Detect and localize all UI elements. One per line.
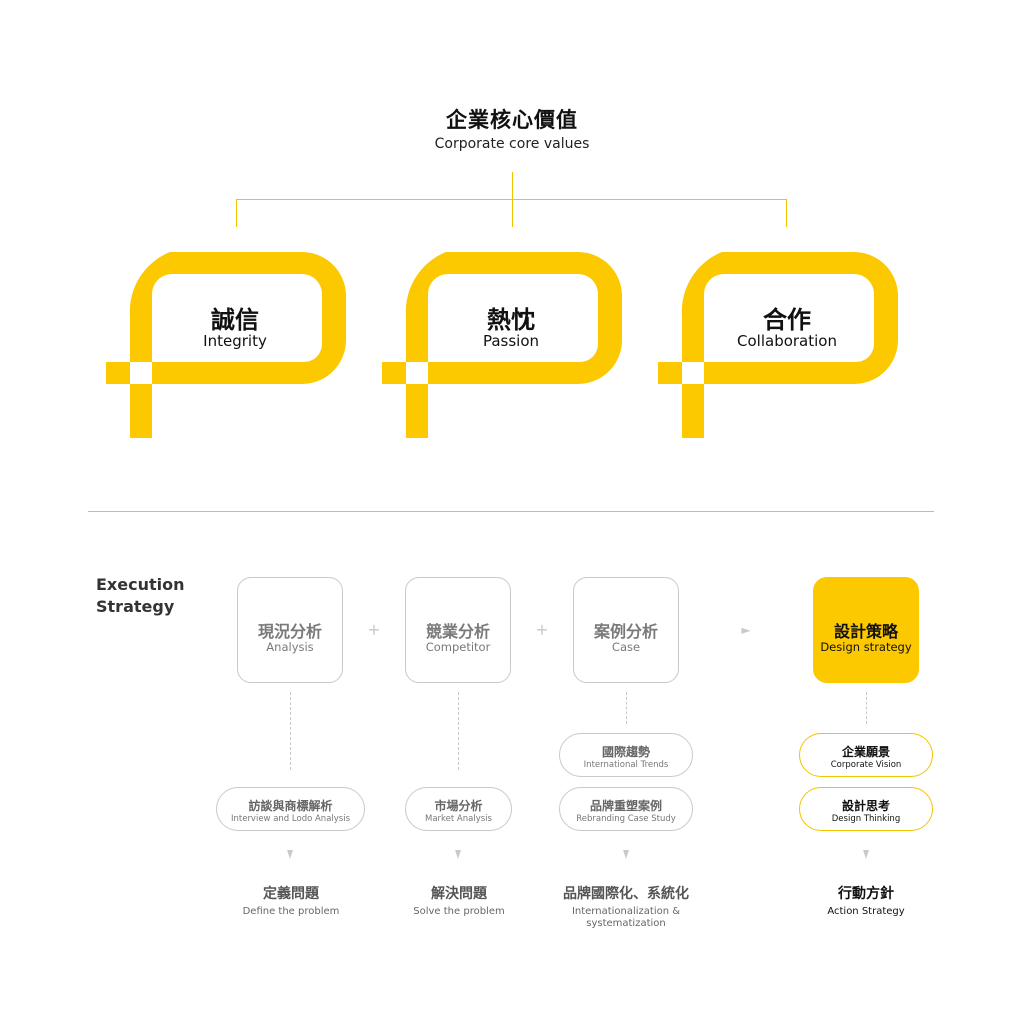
pill-interview-logo-analysis: 訪談與商標解析 Interview and Lodo Analysis	[216, 787, 365, 831]
step-title: 現況分析	[257, 622, 322, 641]
arrow-down-icon	[287, 850, 293, 859]
p-shape-icon	[382, 252, 622, 438]
outcome-internationalization: 品牌國際化、系統化	[563, 886, 689, 902]
value-title: 誠信	[211, 306, 259, 334]
pill-title: 訪談與商標解析	[248, 799, 333, 813]
value-subtitle: Integrity	[203, 332, 267, 350]
pill-subtitle: Corporate Vision	[830, 760, 902, 770]
connector-right	[786, 199, 787, 227]
outcome-solve-problem-en: Solve the problem	[413, 906, 505, 917]
step-competitor: 競業分析 Competitor	[405, 577, 511, 683]
value-card-collaboration: 合作 Collaboration	[658, 252, 898, 442]
arrow-right-icon: ►	[741, 623, 751, 637]
plus-icon: +	[367, 620, 381, 639]
outcome-en-line1: Internationalization &	[571, 906, 681, 917]
value-title: 合作	[763, 306, 811, 334]
outcome-define-problem: 定義問題	[263, 886, 319, 902]
step-subtitle: Case	[611, 640, 641, 654]
step-title: 競業分析	[425, 622, 490, 641]
dashed-connector	[458, 692, 459, 770]
execution-title-line1: Execution	[96, 575, 185, 594]
value-card-passion: 熱忱 Passion	[382, 252, 622, 442]
step-subtitle: Design strategy	[820, 640, 912, 654]
pill-title: 設計思考	[841, 799, 890, 813]
arrow-down-icon	[863, 850, 869, 859]
connector-left	[236, 199, 237, 227]
dashed-connector	[290, 692, 291, 770]
outcome-internationalization-en: Internationalization & systematization	[541, 906, 711, 930]
step-analysis: 現況分析 Analysis	[237, 577, 343, 683]
outcome-action-strategy-en: Action Strategy	[827, 906, 905, 917]
step-design-strategy: 設計策略 Design strategy	[813, 577, 919, 683]
step-subtitle: Analysis	[266, 640, 314, 654]
outcome-solve-problem: 解決問題	[431, 886, 487, 902]
pill-subtitle: Design Thinking	[831, 814, 901, 824]
connector-bar	[236, 199, 787, 200]
pill-title: 企業願景	[841, 745, 890, 759]
p-shape-icon	[658, 252, 898, 438]
execution-title-line2: Strategy	[96, 597, 175, 616]
pill-title: 市場分析	[434, 799, 483, 813]
step-case: 案例分析 Case	[573, 577, 679, 683]
pill-subtitle: International Trends	[583, 760, 669, 770]
value-card-integrity: 誠信 Integrity	[106, 252, 346, 442]
value-title: 熱忱	[487, 306, 535, 334]
pill-title: 國際趨勢	[601, 745, 650, 759]
pill-design-thinking: 設計思考 Design Thinking	[799, 787, 933, 831]
outcome-define-problem-en: Define the problem	[242, 906, 340, 917]
step-title: 設計策略	[833, 622, 898, 641]
plus-icon: +	[535, 620, 549, 639]
execution-strategy-title: Execution Strategy	[96, 574, 185, 618]
outcome-en-line2: systematization	[586, 918, 666, 929]
pill-subtitle: Rebranding Case Study	[576, 814, 676, 824]
value-subtitle: Passion	[482, 332, 540, 350]
step-subtitle: Competitor	[425, 640, 491, 654]
pill-corporate-vision: 企業願景 Corporate Vision	[799, 733, 933, 777]
value-subtitle: Collaboration	[737, 332, 837, 350]
pill-subtitle: Market Analysis	[425, 814, 492, 824]
dashed-connector	[866, 692, 867, 724]
arrow-down-icon	[455, 850, 461, 859]
pill-international-trends: 國際趨勢 International Trends	[559, 733, 693, 777]
outcome-action-strategy: 行動方針	[838, 886, 894, 902]
pill-title: 品牌重塑案例	[589, 799, 662, 813]
p-shape-icon	[106, 252, 346, 438]
page-title: 企業核心價值	[446, 108, 578, 132]
pill-rebranding-case-study: 品牌重塑案例 Rebranding Case Study	[559, 787, 693, 831]
step-title: 案例分析	[593, 622, 658, 641]
section-divider	[88, 511, 934, 512]
dashed-connector	[626, 692, 627, 724]
pill-market-analysis: 市場分析 Market Analysis	[405, 787, 512, 831]
pill-subtitle: Interview and Lodo Analysis	[230, 814, 351, 824]
page-subtitle: Corporate core values	[434, 136, 590, 152]
arrow-down-icon	[623, 850, 629, 859]
